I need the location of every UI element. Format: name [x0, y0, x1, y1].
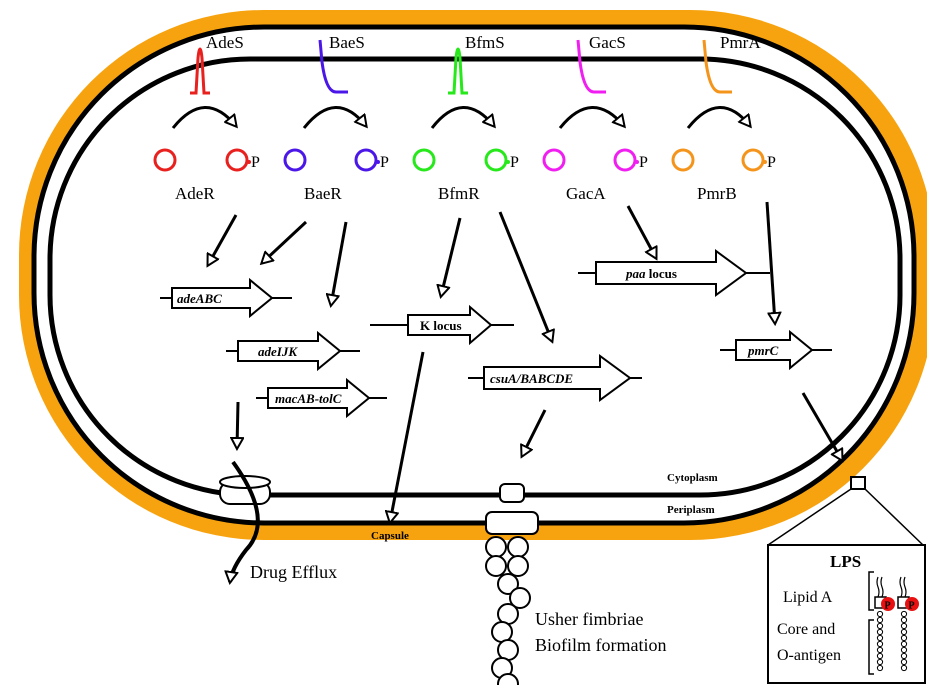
lps-zoom-marker: [850, 476, 866, 490]
k-locus-operon: K locus: [370, 304, 514, 346]
gaca-p-circle: [613, 148, 637, 172]
pmrb-label: PmrB: [697, 184, 737, 203]
paa-label: paa locus: [625, 266, 677, 281]
macab-tolc-label: macAB-tolC: [275, 391, 342, 406]
periplasm-label: Periplasm: [667, 504, 715, 516]
ader-p-circle: [225, 148, 249, 172]
bfmr-p-circle: [484, 148, 508, 172]
pmrb-p-circle: [741, 148, 765, 172]
gaca-phospho-dot: [635, 160, 639, 164]
bfmr-phospho-dot: [506, 160, 510, 164]
bfmr-label: BfmR: [438, 184, 480, 203]
gaca-phospho-label: P: [639, 154, 648, 171]
gaca-circle: [542, 148, 566, 172]
gene-operons: adeABC adeIJK macAB-tolC K locus csuA/BA…: [160, 249, 832, 419]
ader-circle: [153, 148, 177, 172]
phosphotransfer-arrows: [171, 106, 750, 129]
ades-label: AdeS: [206, 33, 244, 52]
regulation-arrows: [208, 201, 842, 522]
baer-circle: [283, 148, 307, 172]
drug-efflux-label: Drug Efflux: [250, 562, 337, 582]
baer-phospho-dot: [376, 160, 380, 164]
baer-label: BaeR: [304, 184, 342, 203]
core-label-line1: Core and: [777, 621, 835, 638]
periplasm-space: [34, 27, 914, 523]
ader-label: AdeR: [175, 184, 215, 203]
response-regulators: P AdeR P BaeR P BfmR P GacA P PmrB: [153, 148, 776, 203]
paa-operon: paa locus: [578, 249, 770, 297]
lipid-tails: [876, 576, 907, 598]
csu-operon: csuA/BABCDE: [468, 354, 642, 402]
gaca-label: GacA: [566, 184, 606, 203]
lps-box: [767, 544, 926, 684]
lps-title: LPS: [830, 552, 861, 571]
pmrb-circle: [671, 148, 695, 172]
phosphate-icon-2: [905, 597, 919, 611]
usher-fimbriae-label: Usher fimbriae: [535, 609, 643, 629]
baes-label: BaeS: [329, 33, 365, 52]
gacs-kinase: GacS: [576, 33, 626, 94]
pmrb-phospho-label: P: [767, 154, 776, 171]
cytoplasm-label: Cytoplasm: [667, 472, 718, 484]
phosphate-label-1: P: [885, 601, 891, 612]
sensor-kinases: AdeS BaeS BfmS GacS PmrA: [190, 33, 761, 95]
efflux-pump: [219, 460, 271, 582]
pmrc-operon: pmrC: [720, 329, 832, 371]
efflux-arrow: [230, 460, 260, 582]
biofilm-formation-label: Biofilm formation: [535, 635, 666, 655]
ader-phospho-label: P: [251, 154, 260, 171]
pmrb-phospho-dot: [763, 160, 767, 164]
outer-membrane: [31, 24, 917, 526]
core-label-line2: O-antigen: [777, 647, 841, 664]
paa-italic: paa: [625, 266, 646, 281]
phosphate-icon-1: [881, 597, 895, 611]
adeijk-operon: adeIJK: [226, 330, 360, 372]
bfms-kinase: BfmS: [448, 33, 505, 95]
capsule-label: Capsule: [371, 530, 409, 542]
csu-label: csuA/BABCDE: [490, 371, 573, 386]
baer-p-circle: [354, 148, 378, 172]
bfmr-phospho-label: P: [510, 154, 519, 171]
lps-inset: LPS Lipid A Core and O-antigen P P: [767, 476, 926, 684]
phosphate-label-2: P: [909, 601, 915, 612]
ades-kinase: AdeS: [190, 33, 244, 95]
usher-fimbriae-structure: [485, 483, 539, 685]
ader-phospho-dot: [247, 160, 251, 164]
lipid-a-label: Lipid A: [783, 589, 833, 606]
baes-kinase: BaeS: [318, 33, 365, 94]
adeijk-label: adeIJK: [258, 344, 298, 359]
pmra-label: PmrA: [720, 33, 761, 52]
k-locus-label: K locus: [420, 318, 462, 333]
bfms-label: BfmS: [465, 33, 505, 52]
pmrc-label: pmrC: [747, 343, 779, 358]
paa-rest: locus: [646, 266, 677, 281]
gacs-label: GacS: [589, 33, 626, 52]
bfmr-circle: [412, 148, 436, 172]
baer-phospho-label: P: [380, 154, 389, 171]
macab-tolc-operon: macAB-tolC: [256, 377, 387, 419]
inner-membrane: [47, 56, 903, 498]
pmra-kinase: PmrA: [702, 33, 761, 94]
adeabc-label: adeABC: [177, 291, 222, 306]
o-antigen-chains: [876, 610, 908, 672]
adeabc-operon: adeABC: [160, 277, 292, 319]
